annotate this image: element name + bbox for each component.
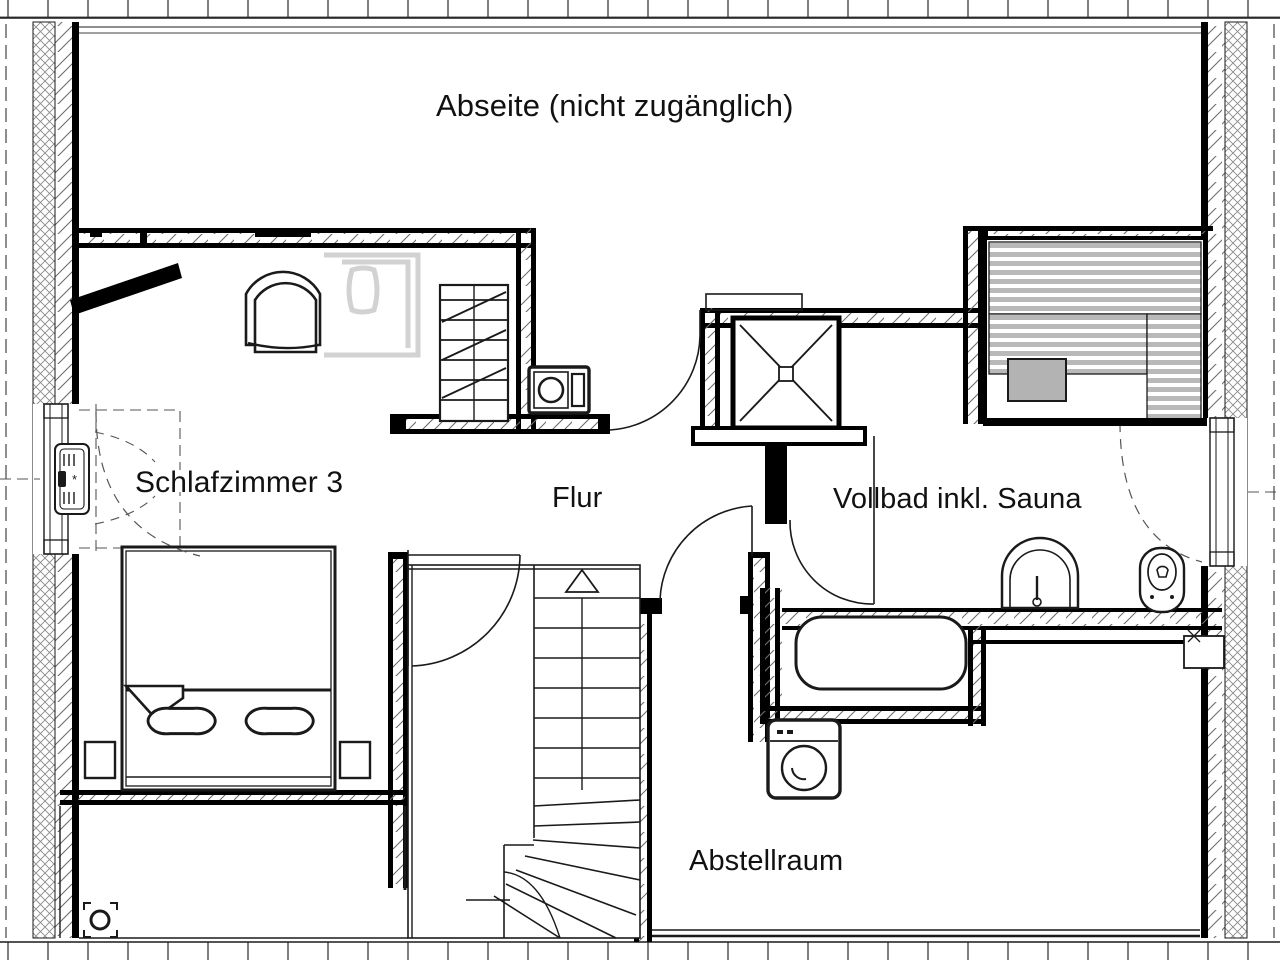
pillow-left: [146, 706, 217, 736]
nightstand-left: [83, 740, 117, 780]
nightstand-right: [338, 740, 372, 780]
appliance-dryer: [527, 365, 591, 415]
washing-machine: [766, 718, 842, 800]
desk-ghost: [324, 252, 421, 358]
storage-room-outline: [652, 929, 1200, 938]
room-label-attic: Abseite (nicht zugänglich): [436, 88, 794, 123]
structural-pillar: [765, 444, 787, 524]
roof-rafter-ticks-top: [0, 0, 1280, 19]
shower-tray: [730, 315, 842, 431]
room-label-hallway: Flur: [552, 482, 603, 514]
shelf-ladder: [438, 283, 510, 423]
window-right[interactable]: [1119, 417, 1280, 567]
room-label-storage: Abstellraum: [689, 845, 844, 877]
sauna-bench-right: [1146, 313, 1202, 421]
sauna-heater: [1007, 358, 1067, 402]
door-bathroom[interactable]: [659, 505, 753, 601]
door-bedroom3[interactable]: [407, 550, 521, 667]
window-left[interactable]: *: [0, 403, 181, 555]
door-hall-north[interactable]: [609, 310, 701, 431]
sauna-room: [963, 226, 1213, 426]
outer-reference-lines: [5, 24, 1275, 938]
wall-attic-partition: [79, 228, 531, 248]
wall-bathroom-west-stub: [700, 293, 803, 434]
wall-bathroom-fragment: [978, 226, 988, 240]
double-bed: [120, 545, 337, 792]
room-label-bedroom3: Schlafzimmer 3: [135, 466, 344, 499]
shower-ledge: [691, 426, 867, 446]
armchair: [244, 270, 322, 354]
pillow-right: [244, 706, 315, 736]
washbasin: [1000, 536, 1080, 610]
svg-text:*: *: [72, 472, 77, 487]
floor-hatch-icon: [83, 902, 118, 938]
lower-area-outline: [59, 806, 408, 939]
stairs-up: [407, 564, 641, 939]
toilet: [1138, 546, 1186, 614]
attic-boundary: [79, 26, 1201, 34]
sauna-bench-upper: [988, 241, 1202, 315]
roof-rafter-ticks-bottom: [0, 941, 1280, 960]
roof-slope-marker: [70, 263, 182, 315]
wall-bedroom3-bottom: [60, 790, 405, 805]
bathtub: [794, 615, 968, 691]
door-bathroom-inner[interactable]: [789, 436, 875, 605]
room-label-bathroom: Vollbad inkl. Sauna: [833, 483, 1082, 515]
stair-direction-arrow: [564, 568, 600, 790]
wall-storage-north: [652, 598, 654, 610]
radiator: *: [54, 443, 90, 515]
